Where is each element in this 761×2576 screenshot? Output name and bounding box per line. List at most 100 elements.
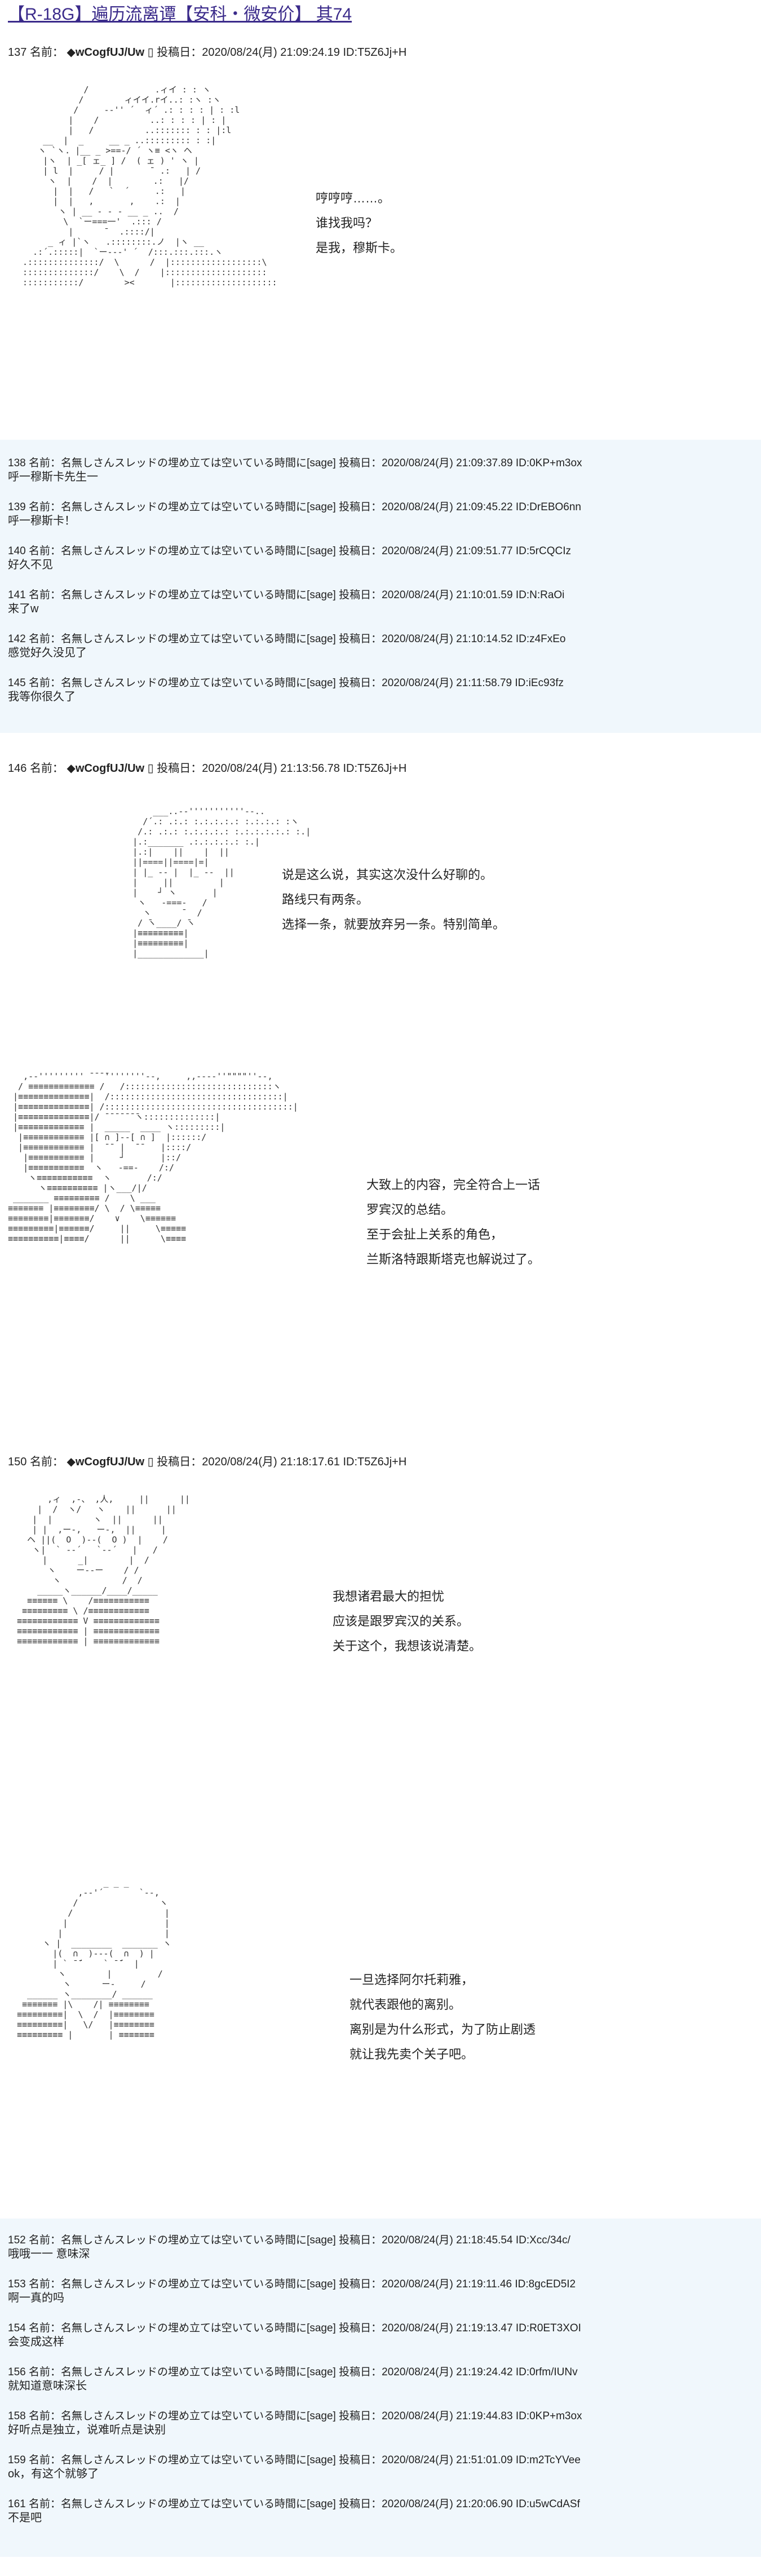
name-label: 名前： (29, 46, 64, 59)
post-number[interactable]: 139 (8, 501, 26, 513)
reply-text: 来了w (8, 603, 39, 615)
name-label: 名前： (28, 633, 61, 645)
post-number[interactable]: 150 (8, 1456, 27, 1468)
post-date: 2020/08/24(月) 21:18:17.61 (202, 1456, 340, 1468)
post-date: 2020/08/24(月) 21:09:24.19 (202, 46, 340, 59)
post-137-lines: 哼哼哼……。 谁找我吗？ 是我，穆斯卡。 (316, 186, 402, 260)
ascii-art-text: ___..-‐'''''''''''--.. /´.: .:.: :.:.:.:… (132, 806, 311, 958)
post-number[interactable]: 158 (8, 2410, 26, 2422)
post-id[interactable]: ID:T5Z6Jj+H (343, 762, 407, 775)
post-id[interactable]: ID:Xcc/34c/ (515, 2234, 570, 2246)
post-date: 2020/08/24(月) 21:20:06.90 (382, 2498, 513, 2510)
post-date: 2020/08/24(月) 21:10:01.59 (382, 589, 513, 601)
post-id[interactable]: ID:DrEBO6nn (515, 501, 581, 513)
reply-159: 159 名前：名無しさんスレッドの埋め立ては空いている時間に[sage] 投稿日… (8, 2454, 752, 2481)
post-id[interactable]: ID:0KP+m3ox (515, 2410, 582, 2422)
poster-name: 名無しさんスレッドの埋め立ては空いている時間に (61, 2278, 307, 2290)
post-id[interactable]: ID:8gcED5I2 (515, 2278, 576, 2290)
reply-text: 感觉好久没见了 (8, 647, 87, 659)
post-id[interactable]: ID:T5Z6Jj+H (343, 1456, 407, 1468)
post-date: 2020/08/24(月) 21:10:14.52 (382, 633, 513, 645)
date-label: 投稿日： (157, 46, 202, 59)
poster-name: ◆wCogfUJ/Uw (67, 762, 145, 775)
sage-tag: [sage] (307, 457, 336, 469)
post-number[interactable]: 137 (8, 46, 27, 59)
sage-tag: [sage] (307, 589, 336, 601)
name-label: 名前： (28, 2322, 61, 2334)
dialog-line: 就让我先卖个关子吧。 (349, 2047, 474, 2061)
post-146: 146 名前： ◆wCogfUJ/Uw ▯ 投稿日：2020/08/24(月) … (8, 761, 752, 776)
post-id[interactable]: ID:iEc93fz (515, 677, 564, 689)
post-id[interactable]: ID:0KP+m3ox (515, 457, 582, 469)
post-id[interactable]: ID:5rCQCIz (515, 545, 571, 557)
reply-158: 158 名前：名無しさんスレッドの埋め立ては空いている時間に[sage] 投稿日… (8, 2410, 752, 2437)
post-146-lines: 说是这么说，其实这次没什么好聊的。 路线只有两条。 选择一条，就要放弃另一条。特… (282, 863, 505, 937)
post-id[interactable]: ID:N:RaOi (515, 589, 565, 601)
name-label: 名前： (28, 545, 61, 557)
reply-140: 140 名前：名無しさんスレッドの埋め立ては空いている時間に[sage] 投稿日… (8, 545, 752, 572)
thread-title-link[interactable]: 【R-18G】遍历流离谭【安科・微安价】 其74 (8, 5, 352, 24)
reply-text: 啊一真的吗 (8, 2292, 64, 2304)
dialog-line: 哼哼哼……。 (316, 191, 391, 205)
post-date: 2020/08/24(月) 21:09:45.22 (382, 501, 513, 513)
post-date: 2020/08/24(月) 21:19:44.83 (382, 2410, 513, 2422)
dialog-line: 关于这个，我想该说清楚。 (333, 1639, 482, 1653)
sage-tag: [sage] (307, 2454, 336, 2466)
post-number[interactable]: 159 (8, 2454, 26, 2466)
post-150-lines-2: 一旦选择阿尔托莉雅， 就代表跟他的离别。 离别是为什么形式，为了防止剧透 就让我… (349, 1968, 536, 2067)
post-id[interactable]: ID:z4FxEo (515, 633, 566, 645)
poster-name: 名無しさんスレッドの埋め立ては空いている時間に (61, 2454, 307, 2466)
poster-name: ◆wCogfUJ/Uw (67, 1456, 145, 1468)
dialog-line: 大致上的内容，完全符合上一话 (366, 1178, 541, 1192)
dialog-line: 就代表跟他的离别。 (349, 1998, 462, 2012)
post-number[interactable]: 142 (8, 633, 26, 645)
page-title[interactable]: 【R-18G】遍历流离谭【安科・微安价】 其74 (8, 5, 515, 25)
date-label: 投稿日： (339, 2278, 382, 2290)
reply-text: 好久不见 (8, 559, 53, 571)
dialog-line: 应该是跟罗宾汉的关系。 (333, 1614, 470, 1628)
poster-name: 名無しさんスレッドの埋め立ては空いている時間に (61, 457, 307, 469)
post-number[interactable]: 141 (8, 589, 26, 601)
post-number[interactable]: 161 (8, 2498, 26, 2510)
post-number[interactable]: 140 (8, 545, 26, 557)
reply-152: 152 名前：名無しさんスレッドの埋め立ては空いている時間に[sage] 投稿日… (8, 2234, 752, 2261)
post-date: 2020/08/24(月) 21:19:13.47 (382, 2322, 513, 2334)
date-label: 投稿日： (339, 633, 382, 645)
poster-name: 名無しさんスレッドの埋め立ては空いている時間に (61, 633, 307, 645)
post-id[interactable]: ID:0rfm/IUNv (515, 2366, 578, 2378)
post-number[interactable]: 152 (8, 2234, 26, 2246)
sage-tag: [sage] (307, 2410, 336, 2422)
dialog-line: 至于会扯上关系的角色， (366, 1227, 503, 1241)
date-label: 投稿日： (339, 677, 382, 689)
replies-band (0, 440, 761, 733)
post-id[interactable]: ID:u5wCdASf (515, 2498, 580, 2510)
post-id[interactable]: ID:T5Z6Jj+H (343, 46, 407, 59)
post-number[interactable]: 154 (8, 2322, 26, 2334)
sage-tag: [sage] (307, 2366, 336, 2378)
post-number[interactable]: 156 (8, 2366, 26, 2378)
reply-141: 141 名前：名無しさんスレッドの埋め立ては空いている時間に[sage] 投稿日… (8, 589, 752, 616)
poster-name: 名無しさんスレッドの埋め立ては空いている時間に (61, 545, 307, 557)
date-label: 投稿日： (157, 762, 202, 775)
reply-text: 我等你很久了 (8, 691, 76, 703)
post-number[interactable]: 138 (8, 457, 26, 469)
date-label: 投稿日： (339, 545, 382, 557)
post-number[interactable]: 145 (8, 677, 26, 689)
poster-name: ◆wCogfUJ/Uw (67, 46, 145, 59)
reply-text: ok，有这个就够了 (8, 2468, 99, 2480)
date-label: 投稿日： (339, 2498, 382, 2510)
reply-161: 161 名前：名無しさんスレッドの埋め立ては空いている時間に[sage] 投稿日… (8, 2498, 752, 2525)
ascii-art: ,-‐''''''''' ̄ ̄ ̄ ̄''''''''‐-, ,,--‐‐''… (8, 1071, 298, 1244)
date-label: 投稿日： (157, 1456, 202, 1468)
post-id[interactable]: ID:R0ET3XOI (515, 2322, 581, 2334)
post-date: 2020/08/24(月) 21:51:01.09 (382, 2454, 513, 2466)
post-header: 146 名前： ◆wCogfUJ/Uw ▯ 投稿日：2020/08/24(月) … (8, 761, 752, 776)
reply-text: 不是吧 (8, 2512, 42, 2524)
post-number[interactable]: 146 (8, 762, 27, 775)
ascii-art: ,ィ ,-、 ,人, || || | / ヽ/ ヽ || || | | ヽ ||… (17, 1494, 190, 1646)
post-id[interactable]: ID:m2TcYVee (515, 2454, 581, 2466)
sage-tag: [sage] (307, 2322, 336, 2334)
reply-text: 呼一穆斯卡先生一 (8, 471, 98, 483)
post-number[interactable]: 153 (8, 2278, 26, 2290)
ascii-art-text: _ _ _ ,-‐'´ `‐-, / ヽ / | | | | | ヽ | ___… (17, 1877, 171, 2040)
